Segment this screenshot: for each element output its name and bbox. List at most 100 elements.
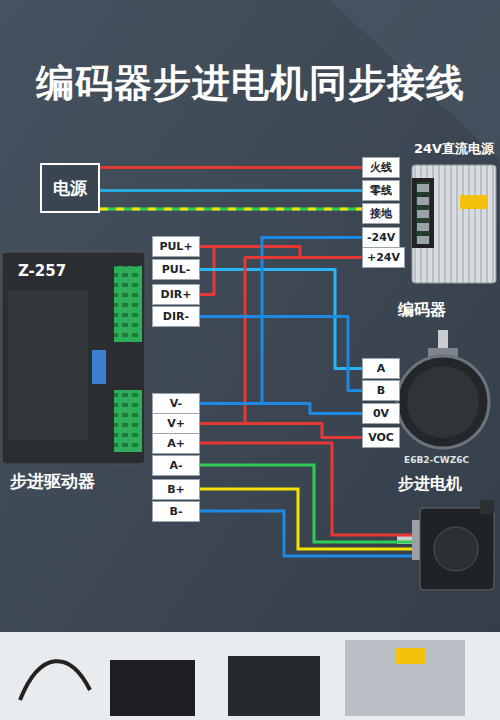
terminal-box: A: [362, 358, 400, 379]
stepper-motor-part: [434, 527, 478, 571]
power-supply-part-part: [417, 236, 429, 244]
part-label: E6B2-CWZ6C: [404, 455, 469, 465]
part-label: 步进驱动器: [10, 470, 95, 493]
wire-path: [100, 208, 362, 211]
wire: [200, 238, 362, 404]
terminal-box: B: [362, 380, 400, 401]
terminal-box: 零线: [362, 180, 400, 201]
terminal-label: V+: [157, 417, 195, 430]
stepper-driver-part: [114, 390, 142, 452]
terminal-box: DIR-: [152, 306, 200, 327]
terminal-label: PUL+: [157, 240, 195, 253]
motor-wires-part: [200, 489, 412, 549]
terminal-label: B-: [157, 505, 195, 518]
wire-path: [200, 270, 362, 369]
wire: [100, 190, 362, 191]
photo-strip: [0, 632, 500, 720]
terminal-box: 0V: [362, 403, 400, 424]
encoder-part: [407, 366, 479, 438]
terminal-label: A+: [157, 437, 195, 450]
wire-path: [100, 166, 362, 169]
part-label: 24V直流电源: [414, 140, 494, 158]
terminal-label: -24V: [367, 231, 395, 244]
terminal-label: 0V: [367, 407, 395, 420]
terminal-box: A-: [152, 455, 200, 476]
stepper-motor-part: [420, 508, 494, 590]
stepper-driver-part: [114, 266, 142, 342]
terminal-label: VOC: [367, 431, 395, 444]
wire: [200, 270, 362, 369]
part-label: 步进电机: [398, 474, 462, 495]
terminal-label: 火线: [367, 161, 395, 174]
stepper-motor: [397, 500, 494, 590]
terminal-label: A-: [157, 459, 195, 472]
wire: [200, 424, 362, 438]
power-supply-part: [412, 178, 434, 248]
power-supply-part: [416, 182, 430, 244]
motor-wires-part: [200, 511, 412, 556]
part-label: 编码器: [398, 300, 446, 321]
photo-strip-part: [345, 640, 465, 716]
power-supply-part: [417, 184, 429, 244]
terminal-label: DIR-: [157, 310, 195, 323]
stepper-driver: [2, 252, 145, 464]
power-supply-part: [460, 195, 488, 209]
motor-wires: [200, 443, 412, 556]
terminal-box: DIR+: [152, 284, 200, 305]
power-supply-part-part: [417, 184, 429, 192]
wire: [100, 209, 362, 210]
part-label: Z-257: [18, 262, 66, 280]
stepper-driver-part: [2, 252, 145, 464]
encoder-part: [397, 356, 489, 448]
terminal-box: B-: [152, 501, 200, 522]
wire-path: [200, 247, 362, 258]
power-supply-part-part: [417, 197, 429, 205]
wire: [200, 404, 362, 414]
stepper-motor-part: [412, 520, 420, 560]
photo-strip-part: [228, 656, 320, 716]
stepper-driver-part: [8, 290, 88, 440]
terminal-box: PUL+: [152, 236, 200, 257]
wire: [200, 247, 362, 258]
terminal-label: V-: [157, 397, 195, 410]
stepper-motor-part: [480, 500, 494, 514]
wire: [100, 167, 362, 168]
wire: [200, 317, 362, 391]
terminal-label: 接地: [367, 207, 395, 220]
terminal-label: PUL-: [157, 263, 195, 276]
terminal-label: A: [367, 362, 395, 375]
terminal-box: V+: [152, 413, 200, 434]
wire-path: [100, 189, 362, 192]
power-supply-part-part: [417, 223, 429, 231]
wire-path: [200, 258, 362, 424]
terminal-box: VOC: [362, 427, 400, 448]
terminal-box: B+: [152, 479, 200, 500]
terminal-box: +24V: [362, 247, 405, 268]
terminal-label: DIR+: [157, 288, 195, 301]
stepper-driver-part: [92, 350, 106, 384]
terminal-box: A+: [152, 433, 200, 454]
motor-wires-part: [200, 465, 412, 542]
encoder: [397, 330, 489, 448]
wire: [200, 258, 362, 424]
terminal-box: 接地: [362, 203, 400, 224]
power-supply-part-part: [417, 210, 429, 218]
terminal-label: B: [367, 384, 395, 397]
terminal-box: PUL-: [152, 259, 200, 280]
terminal-box: 火线: [362, 157, 400, 178]
wire-path: [200, 404, 362, 414]
terminal-label: 零线: [367, 184, 395, 197]
wire-path: [200, 317, 362, 391]
wire-path: [200, 238, 362, 404]
power-supply: [412, 165, 496, 283]
ground-stripe: [100, 208, 362, 211]
photo-strip-part: [395, 648, 425, 664]
terminal-label: +24V: [367, 251, 400, 264]
terminal-label: B+: [157, 483, 195, 496]
terminal-box: V-: [152, 393, 200, 414]
wire-path: [200, 424, 362, 438]
